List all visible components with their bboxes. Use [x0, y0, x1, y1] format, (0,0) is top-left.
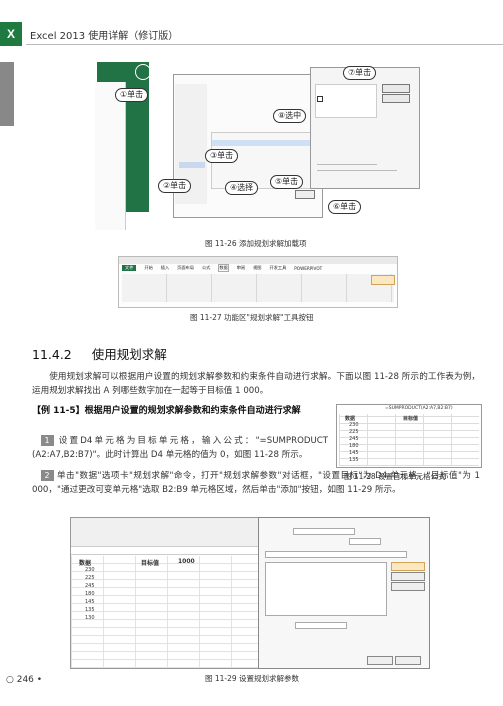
- value-1: 230: [85, 567, 95, 573]
- value-of-field[interactable]: [349, 538, 381, 545]
- formula-bar: =SUMPRODUCT(A2:A7,B2:B7): [385, 406, 453, 411]
- step-2-badge: 2: [40, 470, 54, 481]
- delete-button[interactable]: [391, 582, 425, 591]
- value-5: 145: [349, 450, 359, 456]
- formula-row: [71, 548, 269, 555]
- section-title: 使用规划求解: [91, 347, 167, 362]
- callout-5: ⑤单击: [270, 175, 304, 189]
- example-title: 【例 11-5】根据用户设置的规划求解参数和约束条件自动进行求解: [32, 406, 301, 416]
- value-1: 230: [349, 422, 359, 428]
- value-4: 180: [85, 591, 95, 597]
- tab-review[interactable]: 审阅: [236, 265, 246, 270]
- solver-button[interactable]: [371, 275, 395, 285]
- ribbon-groups: [122, 274, 394, 302]
- add-button[interactable]: [391, 562, 425, 571]
- left-sheet: [95, 82, 126, 230]
- excel-logo-icon: X: [0, 22, 22, 46]
- tab-view[interactable]: 视图: [253, 265, 262, 270]
- step-1-badge: 1: [40, 435, 54, 446]
- figure-11-29: 数据 目标值 1000 230 225 245 180 145 135 130: [70, 517, 430, 669]
- figure-11-28: =SUMPRODUCT(A2:A7,B2:B7) 数据 目标值 230 225 …: [336, 404, 482, 468]
- value-3: 245: [349, 436, 359, 442]
- tab-powerpivot[interactable]: POWERPIVOT: [294, 265, 323, 271]
- tab-home[interactable]: 开始: [144, 265, 153, 270]
- ribbon-tab-bar: 文件 开始 插入 页面布局 公式 数据 审阅 视图 开发工具 POWERPIVO…: [119, 264, 397, 272]
- figure-11-27: 文件 开始 插入 页面布局 公式 数据 审阅 视图 开发工具 POWERPIVO…: [118, 256, 398, 308]
- sheet-grid: [339, 414, 479, 466]
- target-value: 1000: [178, 558, 195, 565]
- callout-6: ⑥单击: [328, 200, 362, 214]
- figure-11-26-caption: 图 11-26 添加规划求解加载项: [205, 239, 307, 248]
- callout-7: ⑦单击: [343, 66, 377, 80]
- addins-list: [315, 84, 377, 118]
- header-data: 数据: [345, 416, 356, 422]
- intro-paragraph: 使用规划求解可以根据用户设置的规划求解参数和约束条件自动进行求解。下面以图 11…: [32, 372, 480, 396]
- value-6: 135: [85, 607, 95, 613]
- callout-8: ⑧选中: [273, 109, 307, 123]
- solver-checkbox[interactable]: [317, 96, 323, 102]
- options-list-highlight: [179, 162, 205, 168]
- page-dot-icon: ○: [6, 675, 17, 685]
- section-heading: 11.4.2 使用规划求解: [32, 344, 167, 363]
- solve-button[interactable]: [367, 656, 393, 665]
- header-target: 目标值: [403, 416, 419, 422]
- value-2: 225: [85, 575, 95, 581]
- book-title: Excel 2013 使用详解（修订版）: [30, 31, 179, 42]
- cancel-button[interactable]: [382, 94, 410, 103]
- tab-formulas[interactable]: 公式: [201, 265, 211, 270]
- side-tab-marker: [0, 62, 14, 126]
- callout-3: ③单击: [205, 149, 239, 163]
- callout-4: ④选择: [225, 181, 259, 195]
- dialog-text-line: [317, 170, 397, 171]
- tab-page-layout[interactable]: 页面布局: [177, 265, 194, 270]
- figure-11-29-caption: 图 11-29 设置规划求解参数: [205, 674, 300, 683]
- callout-2: ②单击: [158, 179, 192, 193]
- tab-data[interactable]: 数据: [218, 264, 229, 272]
- change-button[interactable]: [391, 572, 425, 581]
- backstage-back-icon: [135, 64, 151, 80]
- value-4: 180: [349, 443, 359, 449]
- value-6: 135: [349, 457, 359, 463]
- logo-text: X: [6, 27, 15, 41]
- step-1-text: 设置D4单元格为目标单元格，输入公式："=SUMPRODUCT (A2:A7,B…: [32, 436, 328, 460]
- value-7: 130: [85, 615, 95, 621]
- step-2-text: 单击"数据"选项卡"规划求解"命令，打开"规划求解参数"对话框，"设置目标"为 …: [32, 471, 480, 495]
- changing-cells-field[interactable]: [265, 551, 407, 558]
- header-data: 数据: [79, 560, 92, 567]
- page-number-text: 246: [16, 675, 34, 685]
- solving-method-select[interactable]: [295, 622, 347, 629]
- value-5: 145: [85, 599, 95, 605]
- ribbon-area: [71, 518, 269, 547]
- figure-11-27-caption: 图 11-27 功能区"规划求解"工具按钮: [190, 313, 314, 322]
- constraints-list: [265, 562, 387, 616]
- page-dot-icon: •: [33, 675, 43, 685]
- tab-insert[interactable]: 插入: [160, 265, 170, 270]
- header-divider: [26, 44, 503, 45]
- figure-11-28-caption: 图 11-28 设置目标单元格公式: [344, 472, 446, 481]
- ok-button[interactable]: [382, 84, 410, 93]
- value-3: 245: [85, 583, 95, 589]
- options-row-highlight: [212, 140, 310, 146]
- section-number: 11.4.2: [32, 347, 72, 362]
- dialog-text-line: [317, 164, 377, 165]
- solver-parameters-dialog: [258, 517, 430, 669]
- header-target: 目标值: [141, 560, 160, 567]
- set-objective-field[interactable]: [293, 528, 355, 535]
- close-button[interactable]: [395, 656, 421, 665]
- figure-11-26: ①单击 ②单击 ③单击 ④选择 ⑤单击 ⑥单击 ⑦单击 ⑧选中: [95, 62, 425, 230]
- sheet-grid: [71, 556, 269, 668]
- page-number: ○ 246 •: [6, 675, 42, 685]
- ribbon-titlebar: [119, 257, 397, 264]
- tab-file[interactable]: 文件: [122, 265, 137, 271]
- value-2: 225: [349, 429, 359, 435]
- go-button[interactable]: [295, 190, 315, 199]
- callout-1: ①单击: [115, 88, 149, 102]
- tab-developer[interactable]: 开发工具: [269, 265, 287, 270]
- excel-window: 数据 目标值 1000 230 225 245 180 145 135 130: [70, 517, 270, 669]
